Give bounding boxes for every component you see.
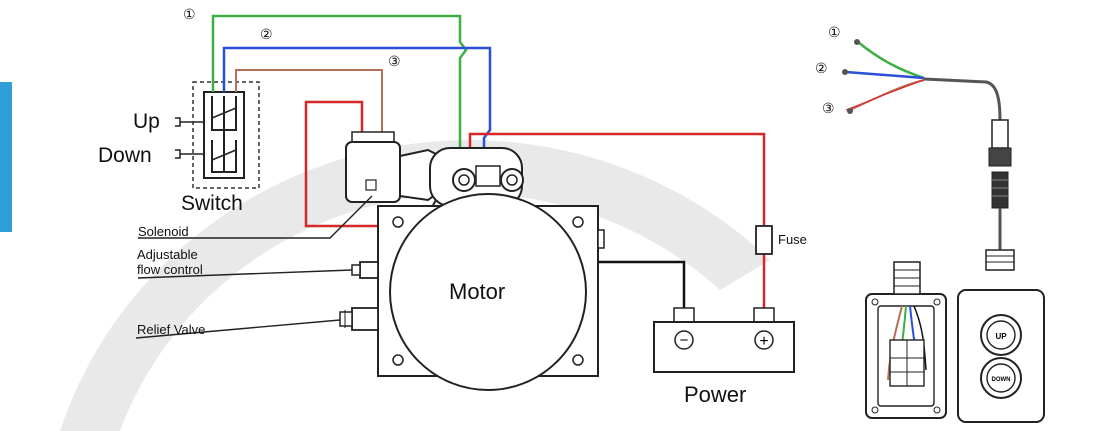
battery xyxy=(653,307,795,373)
pendant-wire-number-2: ② xyxy=(815,61,828,77)
wire-1-green xyxy=(211,14,468,172)
switch-down-label: Down xyxy=(98,144,152,167)
switch-title: Switch xyxy=(181,192,243,215)
pendant-down-button-label: DOWN xyxy=(992,377,1011,383)
solenoid-pointer xyxy=(138,195,373,239)
wire-3-brown xyxy=(235,69,383,132)
wire-number-3: ③ xyxy=(388,54,401,70)
fuse-label: Fuse xyxy=(778,232,807,247)
flow-control-label-1: Adjustable xyxy=(137,247,198,262)
battery-plus: + xyxy=(759,333,768,350)
relief-valve-pointer xyxy=(135,319,341,339)
wire-2-blue xyxy=(222,46,492,152)
power-label: Power xyxy=(684,382,747,407)
motor xyxy=(339,193,605,391)
solenoid-label: Solenoid xyxy=(138,224,189,239)
relief-valve-label: Relief Valve xyxy=(137,322,206,337)
wire-number-1: ① xyxy=(183,7,196,23)
switch-box xyxy=(175,81,260,189)
accent-bar xyxy=(0,82,12,232)
fuse xyxy=(755,225,773,255)
flow-control-label-2: flow control xyxy=(137,262,203,277)
solenoid xyxy=(345,131,437,203)
pump-head xyxy=(425,147,541,223)
flow-control-pointer xyxy=(137,269,353,279)
pendant-up-button-label: UP xyxy=(995,332,1007,341)
pendant-closed-box: UP DOWN xyxy=(957,289,1045,423)
motor-label: Motor xyxy=(449,279,506,304)
pendant-open-box xyxy=(865,261,947,419)
pendant-wire-number-1: ① xyxy=(828,25,841,41)
pendant-cable xyxy=(842,39,1015,271)
battery-minus: − xyxy=(680,332,689,349)
switch-up-label: Up xyxy=(133,110,160,133)
pendant-wire-number-3: ③ xyxy=(822,101,835,117)
wire-number-2: ② xyxy=(260,27,273,43)
